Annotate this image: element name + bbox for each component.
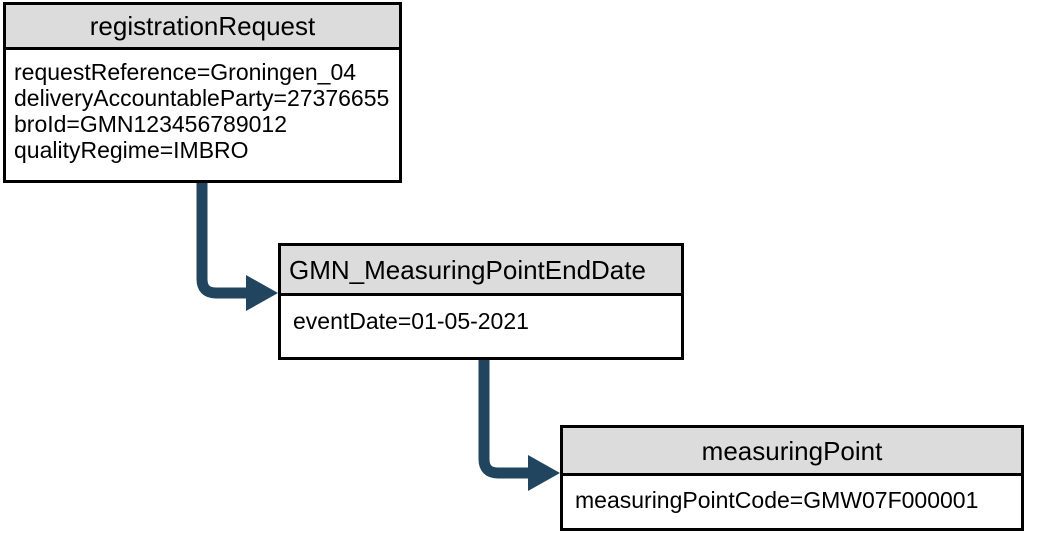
attribute-measuring-point-code: measuringPointCode=GMW07F000001 [575, 487, 979, 513]
attribute-request-reference: requestReference=Groningen_04 [14, 59, 357, 85]
attribute-delivery-accountable-party: deliveryAccountableParty=27376655 [14, 85, 390, 111]
attribute-event-date: eventDate=01-05-2021 [293, 308, 529, 334]
uml-object-measuringpoint[interactable]: measuringPoint measuringPointCode=GMW07F… [560, 425, 1024, 531]
uml-object-title-measuringpoint: measuringPoint [563, 428, 1021, 476]
attribute-bro-id: broId=GMN123456789012 [14, 111, 288, 137]
uml-attributes-registrationrequest: requestReference=Groningen_04 deliveryAc… [6, 50, 399, 163]
uml-attributes-measuringpoint: measuringPointCode=GMW07F000001 [563, 476, 1021, 513]
uml-object-registrationrequest[interactable]: registrationRequest requestReference=Gro… [3, 2, 402, 183]
attribute-quality-regime: qualityRegime=IMBRO [14, 137, 249, 163]
uml-object-gmn-measuringpointenddate[interactable]: GMN_MeasuringPointEndDate eventDate=01-0… [278, 243, 684, 360]
uml-object-title-gmn-measuringpointenddate: GMN_MeasuringPointEndDate [281, 246, 681, 296]
uml-attributes-gmn-measuringpointenddate: eventDate=01-05-2021 [281, 296, 681, 334]
uml-object-title-registrationrequest: registrationRequest [6, 5, 399, 50]
